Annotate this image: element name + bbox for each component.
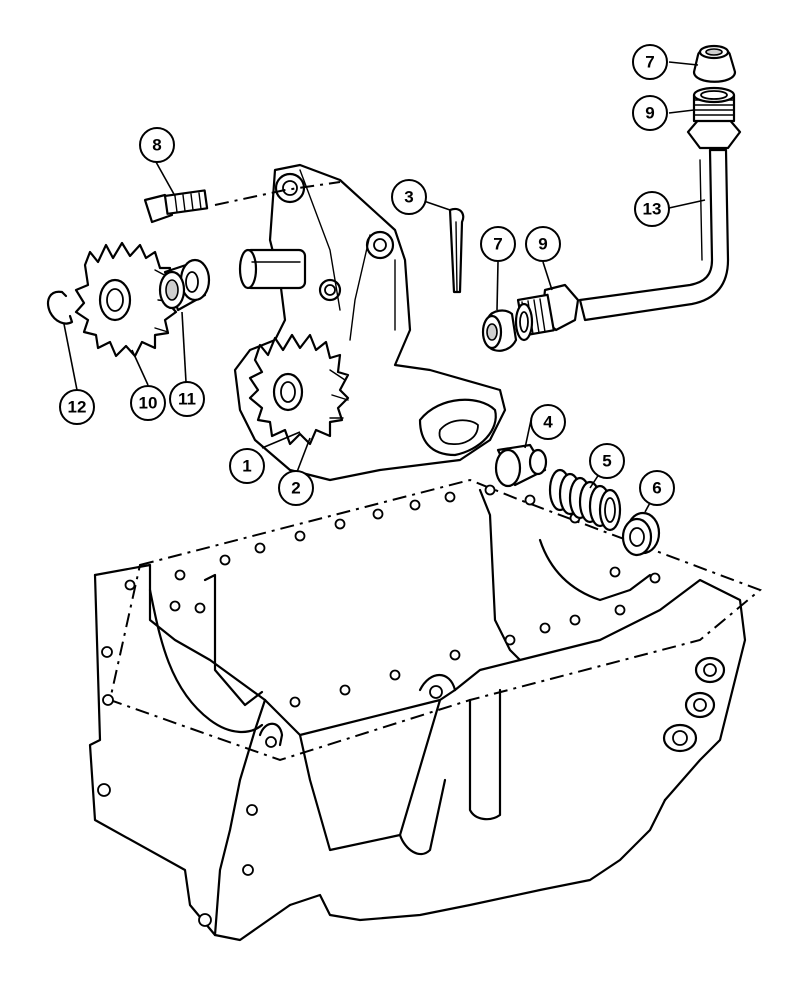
pipe-olive-top — [692, 44, 737, 83]
relief-valve-spring — [548, 468, 622, 532]
assembly-line-bolt — [214, 181, 341, 206]
callout-11-label: 11 — [178, 390, 196, 409]
callout-12: 12 — [59, 389, 95, 425]
pipe-olive-side — [481, 309, 518, 352]
pump-mounting-bolt — [143, 189, 209, 224]
pump-drive-gear — [248, 333, 350, 446]
callout-12-label: 12 — [68, 398, 87, 417]
callout-10-label: 10 — [139, 394, 158, 413]
relief-valve-cap — [621, 511, 661, 557]
gear-bushing — [158, 258, 211, 312]
callout-7-side: 7 — [480, 226, 516, 262]
callout-6: 6 — [639, 470, 675, 506]
callout-5-label: 5 — [602, 452, 611, 471]
callout-4: 4 — [530, 404, 566, 440]
callout-9-side-label: 9 — [538, 235, 547, 254]
callout-9-side: 9 — [525, 226, 561, 262]
callout-9-top-label: 9 — [645, 104, 654, 123]
callout-6-label: 6 — [652, 479, 661, 498]
callout-8: 8 — [139, 127, 175, 163]
callout-9-top: 9 — [632, 95, 668, 131]
callout-10: 10 — [130, 385, 166, 421]
gasket-bolt-holes — [124, 484, 661, 708]
callout-4-label: 4 — [543, 413, 553, 432]
loose-gear — [74, 241, 180, 358]
oil-sump-housing — [88, 478, 762, 942]
relief-valve-plunger — [494, 443, 548, 488]
callout-1: 1 — [229, 448, 265, 484]
callout-7-top: 7 — [632, 44, 668, 80]
callout-7-top-label: 7 — [645, 53, 654, 72]
oil-delivery-pipe — [578, 148, 730, 322]
cotter-pin — [448, 207, 465, 294]
pipe-union-nut-side — [514, 283, 580, 342]
callout-13-label: 13 — [643, 200, 662, 219]
callout-3-label: 3 — [404, 188, 413, 207]
callout-7-side-label: 7 — [493, 235, 502, 254]
callout-8-label: 8 — [152, 136, 161, 155]
callout-5: 5 — [589, 443, 625, 479]
circlip — [46, 290, 74, 325]
pipe-union-nut-top — [686, 86, 742, 150]
callout-11: 11 — [169, 381, 205, 417]
callout-13: 13 — [634, 191, 670, 227]
callout-2: 2 — [278, 470, 314, 506]
callout-3: 3 — [391, 179, 427, 215]
callout-2-label: 2 — [291, 479, 300, 498]
callout-1-label: 1 — [242, 457, 251, 476]
